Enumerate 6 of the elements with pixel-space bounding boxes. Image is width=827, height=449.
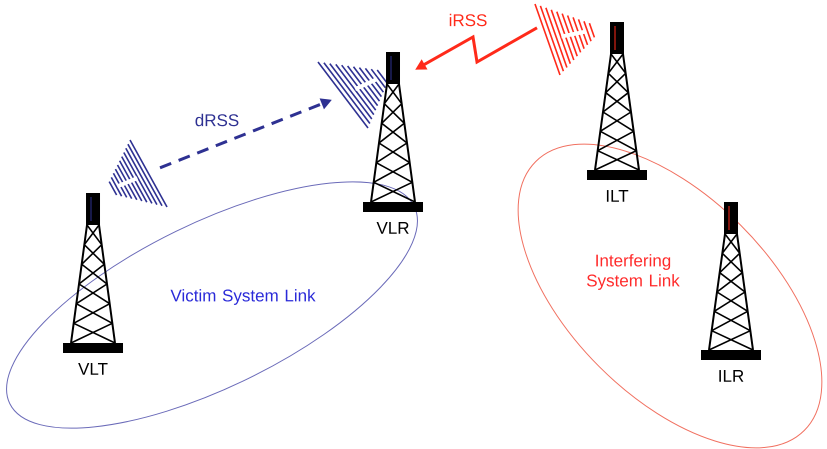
tower-label: VLR	[376, 222, 409, 234]
tower-label: VLT	[78, 363, 108, 375]
tower-label: ILT	[606, 190, 628, 202]
tower-label: ILR	[719, 370, 744, 382]
edge-label: iRSS	[448, 12, 488, 28]
edge-label: dRSS	[194, 112, 240, 128]
